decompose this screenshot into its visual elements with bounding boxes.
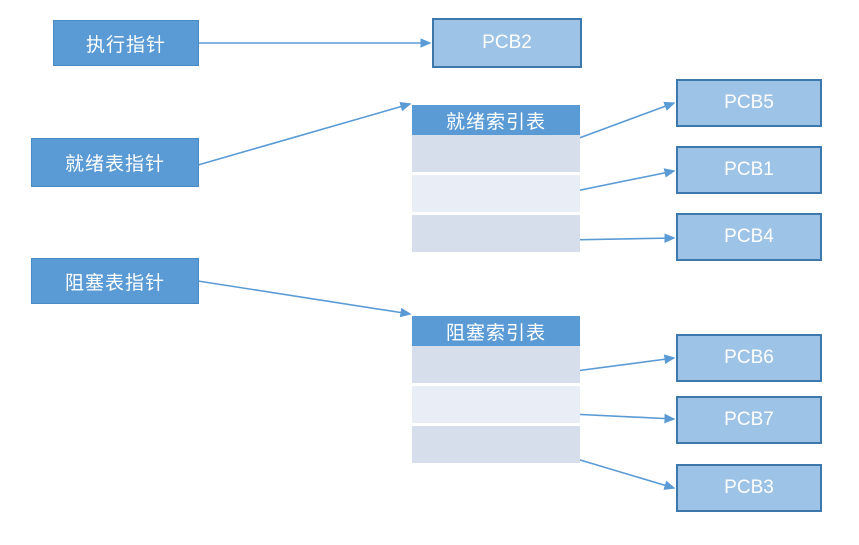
pcb-box-pcb3[interactable]: PCB3 xyxy=(676,464,822,512)
pcb-box-pcb6-label: PCB6 xyxy=(724,347,774,368)
pcb-box-pcb2[interactable]: PCB2 xyxy=(432,18,582,68)
pcb-box-pcb7[interactable]: PCB7 xyxy=(676,396,822,444)
pointer-box-ready-list[interactable]: 就绪表指针 xyxy=(31,138,199,187)
pcb-box-pcb1[interactable]: PCB1 xyxy=(676,146,822,194)
pcb-box-pcb4[interactable]: PCB4 xyxy=(676,213,822,261)
pointer-box-blocked-list[interactable]: 阻塞表指针 xyxy=(31,258,199,304)
blocked-index-table-row-divider xyxy=(412,383,580,386)
pcb-box-pcb5-label: PCB5 xyxy=(724,92,774,113)
pointer-box-exec-label: 执行指针 xyxy=(85,34,166,56)
pcb-box-pcb5[interactable]: PCB5 xyxy=(676,79,822,127)
pcb-box-pcb1-label: PCB1 xyxy=(724,159,774,180)
blocked-index-table-row[interactable] xyxy=(412,386,580,423)
connector-blocked-pointer-to-blocked-table xyxy=(197,280,412,318)
connector-ready-pointer-to-ready-table xyxy=(197,102,412,166)
ready-index-table-row-divider xyxy=(412,212,580,215)
pcb-box-pcb6[interactable]: PCB6 xyxy=(676,334,822,382)
ready-index-table-row[interactable] xyxy=(412,175,580,212)
pcb-box-pcb3-label: PCB3 xyxy=(724,477,774,498)
ready-index-table-header: 就绪索引表 xyxy=(412,105,580,135)
blocked-index-table-header: 阻塞索引表 xyxy=(412,316,580,346)
pcb-box-pcb7-label: PCB7 xyxy=(724,409,774,430)
ready-index-table: 就绪索引表 xyxy=(412,105,580,252)
blocked-index-table-row-divider xyxy=(412,423,580,426)
blocked-index-table-row[interactable] xyxy=(412,426,580,463)
pcb-box-pcb2-label: PCB2 xyxy=(482,32,532,53)
ready-index-table-row-divider xyxy=(412,172,580,175)
pointer-box-exec[interactable]: 执行指针 xyxy=(53,20,199,66)
pointer-box-ready-list-label: 就绪表指针 xyxy=(64,154,165,175)
pcb-box-pcb4-label: PCB4 xyxy=(724,226,774,247)
blocked-index-table-row[interactable] xyxy=(412,346,580,383)
blocked-index-table: 阻塞索引表 xyxy=(412,316,580,463)
pointer-box-blocked-list-label: 阻塞表指针 xyxy=(64,272,165,294)
ready-index-table-row[interactable] xyxy=(412,135,580,172)
ready-index-table-row[interactable] xyxy=(412,215,580,252)
